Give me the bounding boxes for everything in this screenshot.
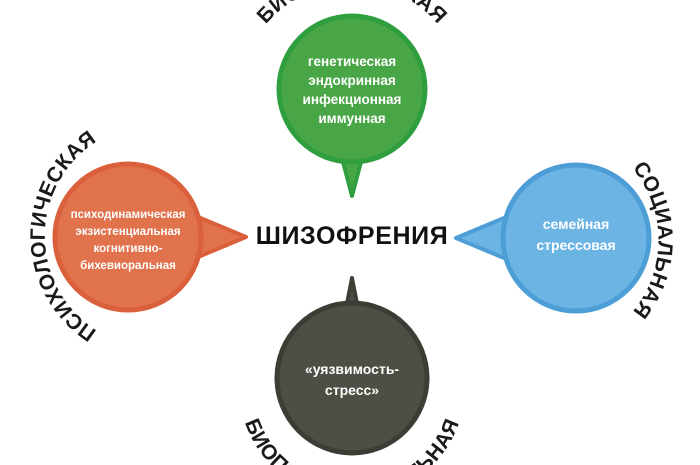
center-title: ШИЗОФРЕНИЯ	[256, 222, 449, 250]
node-psychological[interactable]: психодинамическая экзистенциальная когни…	[27, 126, 248, 346]
social-circle	[500, 162, 652, 314]
biological-item-0: генетическая	[308, 54, 396, 69]
biological-item-3: иммунная	[318, 111, 385, 126]
biological-item-1: эндокринная	[308, 73, 395, 88]
psychological-circle	[52, 161, 204, 313]
node-social[interactable]: семейная стрессовая СОЦИАЛЬНАЯ	[454, 157, 677, 323]
biopsychosocial-circle	[274, 300, 430, 456]
biopsychosocial-item-0: «уязвимость-	[305, 361, 400, 377]
psychological-item-1: экзистенциальная	[75, 226, 180, 238]
biological-circle	[276, 13, 428, 165]
node-biological[interactable]: генетическая эндокринная инфекционная им…	[253, 0, 452, 198]
psychological-item-2: когнитивно-	[93, 243, 162, 255]
node-biopsychosocial[interactable]: «уязвимость- стресс» БИОПСИХОСОЦИАЛЬНАЯ	[240, 276, 464, 465]
psychological-item-0: психодинамическая	[71, 209, 186, 221]
social-item-1: стрессовая	[536, 237, 615, 253]
social-item-0: семейная	[543, 216, 610, 232]
biopsychosocial-item-1: стресс»	[325, 382, 379, 398]
biological-item-2: инфекционная	[303, 92, 402, 107]
psychological-item-3: бихевиоральная	[80, 260, 176, 272]
